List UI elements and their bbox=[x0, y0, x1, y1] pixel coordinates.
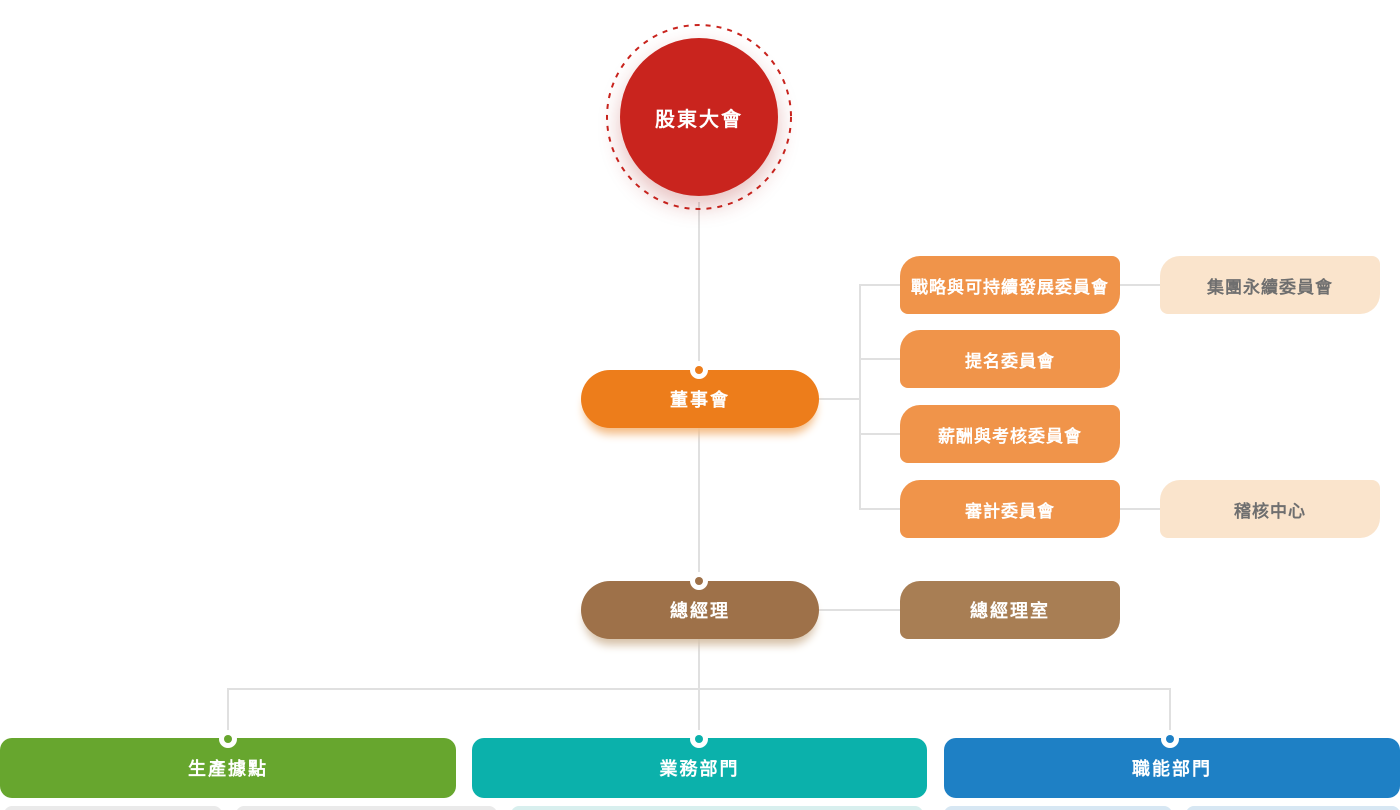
business-connector-dot bbox=[690, 730, 708, 748]
group-sustainability-label: 集團永續委員會 bbox=[1207, 277, 1333, 297]
business-division-label: 業務部門 bbox=[659, 759, 740, 779]
connector-drop-functional bbox=[1169, 688, 1171, 739]
audit-center-label: 稽核中心 bbox=[1234, 501, 1306, 521]
connector-audit-center bbox=[1120, 508, 1160, 510]
board-of-directors-label: 董事會 bbox=[670, 390, 730, 410]
next-row-sliver bbox=[511, 806, 923, 810]
connector-stub-audit bbox=[859, 508, 900, 510]
committee-strategy-label: 戰略與可持續發展委員會 bbox=[911, 277, 1109, 297]
committee-audit-box: 審計委員會 bbox=[900, 480, 1120, 538]
committee-nomination-box: 提名委員會 bbox=[900, 330, 1120, 388]
connector-departments-horizontal bbox=[227, 688, 1171, 690]
shareholders-meeting-node: 股東大會 bbox=[620, 38, 778, 196]
production-sites-bar: 生產據點 bbox=[0, 738, 456, 798]
committee-compensation-box: 薪酬與考核委員會 bbox=[900, 405, 1120, 463]
dashed-ring bbox=[606, 24, 792, 210]
connector-board-gm bbox=[698, 428, 700, 574]
connector-board-spine bbox=[818, 398, 860, 400]
functional-division-bar: 職能部門 bbox=[944, 738, 1400, 798]
group-sustainability-box: 集團永續委員會 bbox=[1160, 256, 1380, 314]
connector-stub-compensation bbox=[859, 433, 900, 435]
committee-audit-label: 審計委員會 bbox=[965, 501, 1055, 521]
gm-office-box: 總經理室 bbox=[900, 581, 1120, 639]
connector-strategy-sustainability bbox=[1120, 284, 1160, 286]
board-of-directors-node: 董事會 bbox=[581, 370, 819, 428]
next-row-sliver bbox=[4, 806, 222, 810]
committee-nomination-label: 提名委員會 bbox=[965, 351, 1055, 371]
production-sites-label: 生產據點 bbox=[188, 759, 268, 779]
connector-committee-spine bbox=[859, 284, 861, 510]
committee-compensation-label: 薪酬與考核委員會 bbox=[938, 426, 1082, 446]
functional-connector-dot bbox=[1161, 730, 1179, 748]
general-manager-node: 總經理 bbox=[581, 581, 819, 639]
connector-shareholders-board bbox=[698, 202, 700, 372]
connector-gm-office bbox=[818, 609, 900, 611]
next-row-sliver bbox=[236, 806, 497, 810]
committee-strategy-box: 戰略與可持續發展委員會 bbox=[900, 256, 1120, 314]
connector-stub-strategy bbox=[859, 284, 900, 286]
gm-connector-dot bbox=[690, 572, 708, 590]
connector-stub-nomination bbox=[859, 358, 900, 360]
next-row-sliver bbox=[1186, 806, 1400, 810]
connector-drop-production bbox=[227, 688, 229, 739]
functional-division-label: 職能部門 bbox=[1132, 759, 1212, 779]
business-division-bar: 業務部門 bbox=[472, 738, 927, 798]
production-connector-dot bbox=[219, 730, 237, 748]
general-manager-label: 總經理 bbox=[670, 601, 730, 621]
gm-office-label: 總經理室 bbox=[970, 601, 1050, 621]
next-row-sliver bbox=[944, 806, 1172, 810]
shareholders-meeting-label: 股東大會 bbox=[655, 108, 743, 131]
audit-center-box: 稽核中心 bbox=[1160, 480, 1380, 538]
board-connector-dot bbox=[690, 361, 708, 379]
